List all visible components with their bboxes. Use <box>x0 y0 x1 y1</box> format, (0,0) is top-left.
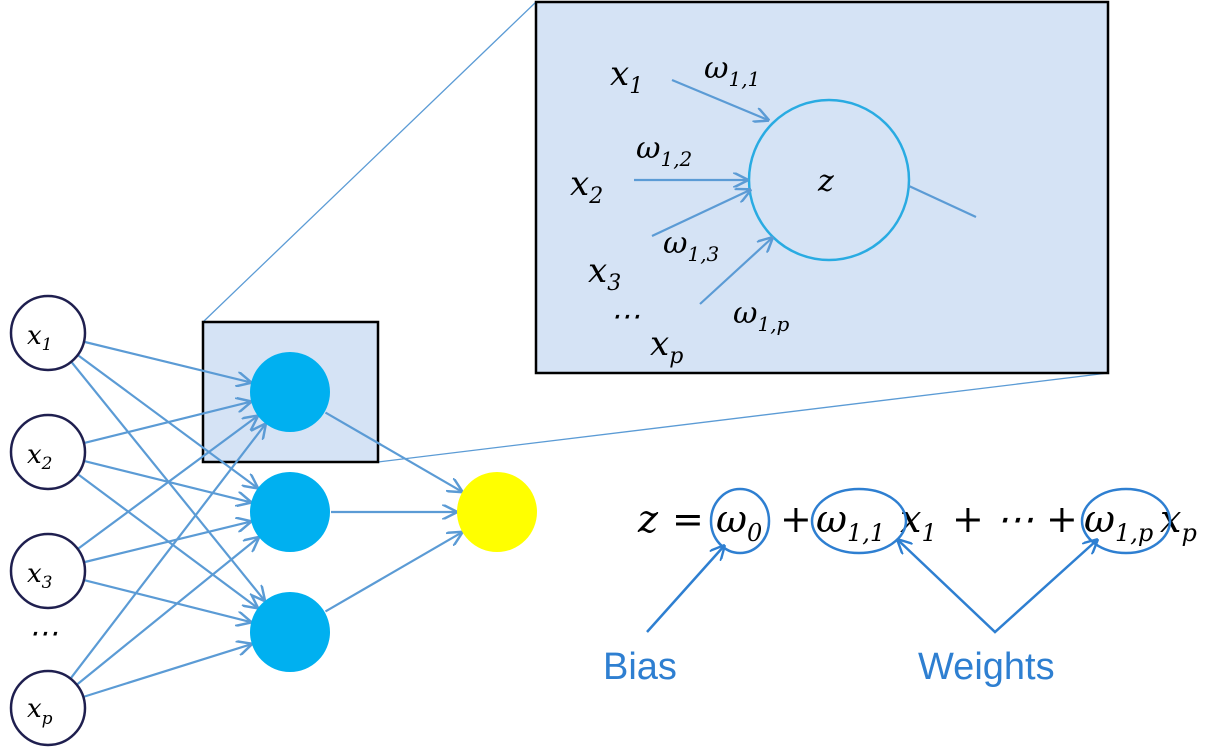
equation-weight-1-1: ω1,1 <box>816 497 885 547</box>
edge-input-4-hidden-2 <box>76 538 259 685</box>
zoom-output-line <box>908 185 977 218</box>
zoom-connector-bottom <box>377 372 1109 463</box>
weights-arrow <box>898 540 1097 634</box>
equation: z = ω0 + ω1,1 x1 + ⋯ + ω1,p xp <box>637 487 1197 555</box>
hidden-node-1 <box>250 352 330 432</box>
equation-plus: + <box>780 497 812 541</box>
bias-arrow <box>646 546 724 633</box>
input-ellipsis: ⋯ <box>28 616 58 651</box>
zoom-input-1: x1 <box>610 54 643 99</box>
weight-1-1-highlight <box>810 487 908 555</box>
zoom-ellipsis: ⋯ <box>610 299 640 334</box>
edge-input-3-hidden-2 <box>84 522 250 564</box>
svg-text:z: z <box>637 497 659 541</box>
input-hidden-edges <box>70 340 265 698</box>
equation-lhs: z <box>637 497 659 541</box>
input-node-3: x3 <box>9 532 87 610</box>
weights-label: Weights <box>918 646 1055 688</box>
zoom-panel: z x1 x2 x3 ⋯ xp ω1,1 ω1,2 ω1,3 ω1,p <box>534 0 1110 375</box>
edge-input-4-hidden-3 <box>83 644 251 698</box>
edge-hidden-1-output <box>324 411 461 492</box>
zoom-node-label: z <box>817 164 834 199</box>
svg-text:x2: x2 <box>27 440 53 474</box>
bias-label: Bias <box>603 646 677 688</box>
zoom-arrow-3 <box>651 190 750 237</box>
zoom-node-circle <box>747 98 911 262</box>
zoom-input-3: x3 <box>588 251 621 296</box>
weight-1-p-highlight <box>1080 487 1172 555</box>
hidden-node-2 <box>250 472 330 552</box>
equation-xp: xp <box>1160 497 1197 547</box>
equation-bias-term: ω0 <box>716 497 762 547</box>
edge-input-1-hidden-1 <box>84 340 250 382</box>
edge-input-2-hidden-1 <box>84 402 250 444</box>
input-node-p: xp <box>9 669 87 747</box>
zoom-weight-1-1: ω1,1 <box>704 51 760 91</box>
edge-input-4-hidden-1 <box>70 425 265 679</box>
edge-input-3-hidden-1 <box>77 416 257 550</box>
input-node-2: x2 <box>9 413 87 491</box>
zoom-weight-1-3: ω1,3 <box>663 226 719 266</box>
zoom-arrow-1 <box>671 78 768 120</box>
zoom-input-p: xp <box>650 324 683 369</box>
zoom-connector-top <box>202 1 537 323</box>
equation-equals: = <box>672 497 704 541</box>
zoom-arrow-p <box>699 238 772 305</box>
svg-text:xp: xp <box>27 694 53 729</box>
input-node-1: x1 <box>9 294 87 372</box>
svg-text:x3: x3 <box>27 559 53 593</box>
hidden-node-3 <box>250 592 330 672</box>
edge-input-3-hidden-3 <box>84 579 250 622</box>
output-node <box>457 472 537 552</box>
edge-hidden-3-output <box>324 533 461 613</box>
equation-middle: + ⋯ + <box>952 497 1078 541</box>
bias-highlight <box>709 487 771 555</box>
zoom-weight-1-p: ω1,p <box>733 296 790 336</box>
zoom-weight-1-2: ω1,2 <box>636 131 692 171</box>
equation-weight-1-p: ω1,p <box>1084 497 1153 547</box>
zoom-input-2: x2 <box>570 164 603 209</box>
hidden-output-edges <box>324 411 461 613</box>
svg-text:x1: x1 <box>27 321 53 355</box>
